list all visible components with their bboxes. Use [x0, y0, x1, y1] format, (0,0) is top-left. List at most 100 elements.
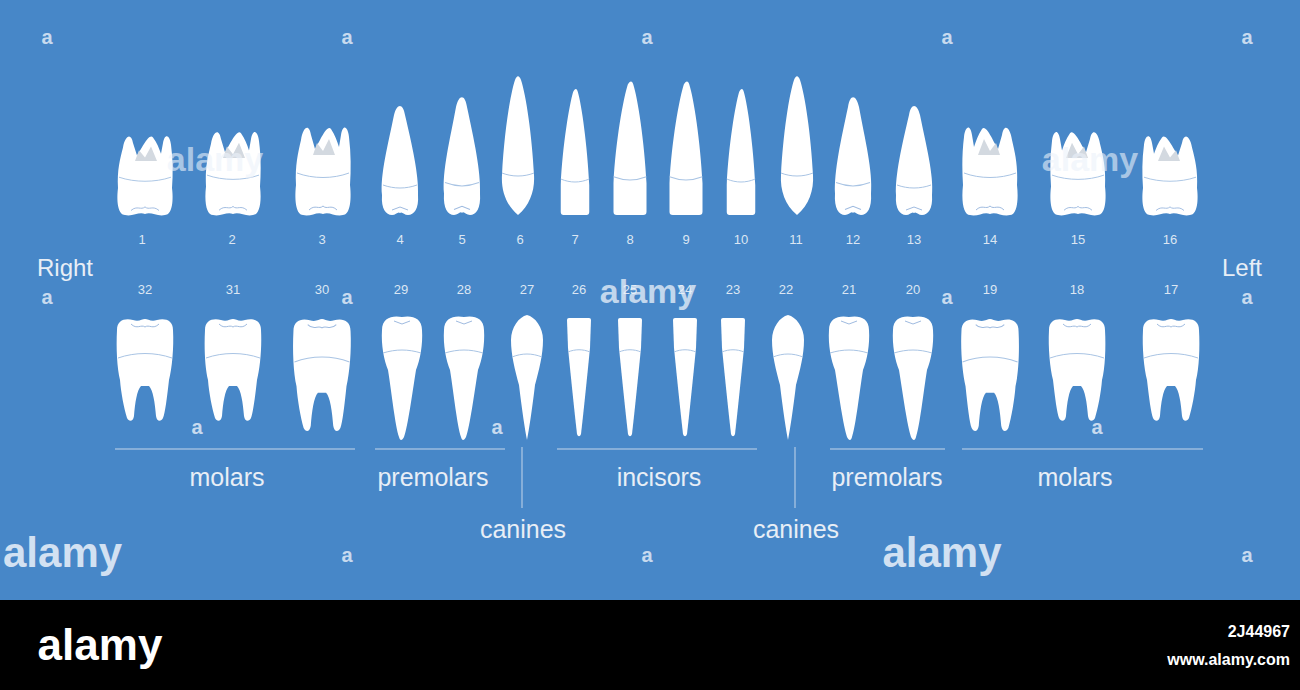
watermark-url: www.alamy.com — [1167, 651, 1290, 669]
lower-molar — [1143, 319, 1200, 421]
watermark: a — [341, 26, 352, 48]
upper-incisor — [727, 89, 756, 215]
tooth-number: 14 — [983, 233, 997, 247]
watermark: a — [941, 286, 952, 308]
tooth-number: 12 — [846, 233, 860, 247]
lower-molar — [293, 319, 351, 431]
tooth-number: 18 — [1070, 283, 1084, 297]
tooth-number: 4 — [396, 233, 403, 247]
watermark: a — [491, 416, 502, 438]
upper-incisor — [614, 81, 647, 215]
upper-premolar — [382, 106, 418, 215]
tooth-number: 2 — [228, 233, 235, 247]
upper-premolar — [444, 97, 480, 215]
lower-molar — [961, 319, 1019, 431]
watermark-bar — [0, 600, 1300, 690]
lower-premolar — [829, 316, 869, 440]
group-bracket — [962, 449, 1203, 450]
tooth-number: 7 — [571, 233, 578, 247]
watermark: a — [191, 416, 202, 438]
group-bracket — [557, 449, 757, 450]
group-label: molars — [1037, 464, 1112, 492]
upper-canine — [502, 76, 534, 215]
tooth-number: 8 — [626, 233, 633, 247]
lower-molar — [117, 319, 174, 421]
tooth-number: 30 — [315, 283, 329, 297]
group-label: molars — [189, 464, 264, 492]
tooth-number: 15 — [1071, 233, 1085, 247]
upper-molar — [117, 136, 172, 215]
watermark: a — [1241, 286, 1252, 308]
upper-molar — [295, 128, 350, 216]
lower-premolar — [382, 316, 422, 440]
tooth-number: 6 — [516, 233, 523, 247]
upper-incisor — [670, 81, 703, 215]
watermark: a — [941, 26, 952, 48]
tooth-number: 27 — [520, 283, 534, 297]
group-bracket — [375, 449, 505, 450]
watermark: a — [341, 286, 352, 308]
side-label: Right — [37, 255, 93, 281]
lower-canine — [511, 315, 543, 440]
tooth-number: 28 — [457, 283, 471, 297]
group-label: premolars — [831, 464, 942, 492]
watermark: alamy — [882, 530, 1001, 576]
lower-incisor — [673, 318, 697, 436]
lower-incisor — [618, 318, 642, 436]
group-bracket — [115, 449, 355, 450]
upper-premolar — [835, 97, 871, 215]
watermark-id: 2J44967 — [1228, 623, 1290, 641]
tooth-number: 20 — [906, 283, 920, 297]
upper-canine — [781, 76, 813, 215]
tooth-number: 9 — [682, 233, 689, 247]
upper-molar — [1142, 136, 1197, 215]
tooth-number: 3 — [318, 233, 325, 247]
group-label: premolars — [377, 464, 488, 492]
lower-molar — [205, 319, 262, 421]
tooth-number: 29 — [394, 283, 408, 297]
tooth-number: 21 — [842, 283, 856, 297]
watermark: a — [1241, 26, 1252, 48]
tooth-number: 11 — [789, 233, 803, 247]
upper-incisor — [561, 89, 590, 215]
side-label: Left — [1222, 255, 1262, 281]
tooth-number: 22 — [779, 283, 793, 297]
upper-premolar — [896, 106, 932, 215]
tooth-number: 26 — [572, 283, 586, 297]
group-label: canines — [480, 516, 566, 544]
watermark: a — [1241, 544, 1252, 566]
tooth-number: 5 — [458, 233, 465, 247]
tooth-number: 1 — [138, 233, 145, 247]
group-label: canines — [753, 516, 839, 544]
tooth-number: 23 — [726, 283, 740, 297]
group-bracket — [830, 449, 945, 450]
watermark: a — [41, 26, 52, 48]
watermark: a — [641, 544, 652, 566]
watermark-logo: alamy — [38, 621, 163, 669]
watermark: a — [1091, 416, 1102, 438]
tooth-number: 17 — [1164, 283, 1178, 297]
watermark: alamy — [3, 530, 122, 576]
watermark: a — [341, 544, 352, 566]
lower-incisor — [721, 318, 745, 436]
tooth-number: 13 — [907, 233, 921, 247]
tooth-number: 10 — [734, 233, 748, 247]
lower-premolar — [444, 316, 484, 440]
lower-premolar — [893, 316, 933, 440]
tooth-number: 32 — [138, 283, 152, 297]
upper-molar — [962, 128, 1017, 216]
lower-canine — [772, 315, 804, 440]
tooth-number: 31 — [226, 283, 240, 297]
watermark: alamy — [167, 141, 263, 178]
canine-leader — [522, 447, 523, 508]
group-label: incisors — [617, 464, 702, 492]
watermark: alamy — [1042, 141, 1138, 178]
tooth-number: 19 — [983, 283, 997, 297]
watermark: alamy — [600, 273, 696, 310]
lower-molar — [1049, 319, 1106, 421]
canine-leader — [795, 447, 796, 508]
tooth-number: 16 — [1163, 233, 1177, 247]
watermark: a — [41, 286, 52, 308]
